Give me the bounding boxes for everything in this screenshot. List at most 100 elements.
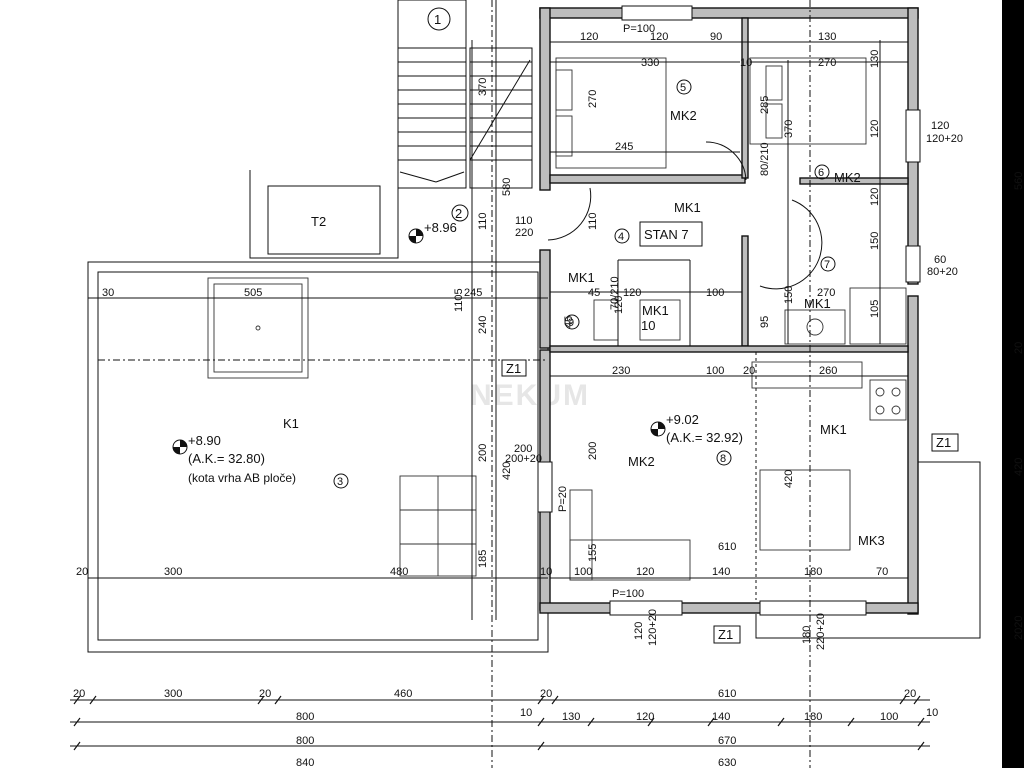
- svg-text:800: 800: [296, 711, 314, 723]
- svg-text:230: 230: [612, 365, 630, 377]
- svg-text:270: 270: [817, 287, 835, 299]
- tag-t2: T2: [311, 214, 326, 229]
- tag-mk1-storage: MK1: [642, 303, 669, 318]
- svg-text:200+20: 200+20: [505, 453, 542, 465]
- window-right-upper: [905, 109, 921, 163]
- svg-text:120: 120: [633, 622, 645, 640]
- svg-text:1105: 1105: [453, 288, 465, 312]
- svg-text:200: 200: [514, 443, 532, 455]
- svg-text:45: 45: [563, 316, 575, 328]
- room-number-1: 1: [434, 12, 441, 27]
- room-number-3: 3: [337, 476, 343, 488]
- level-marker-top-left: [408, 228, 424, 244]
- room-number-10: 10: [641, 318, 655, 333]
- svg-text:330: 330: [641, 57, 659, 69]
- svg-text:180: 180: [801, 626, 813, 644]
- svg-text:130: 130: [869, 50, 881, 68]
- room-number-2: 2: [455, 206, 462, 221]
- window-bottom-right: [759, 600, 867, 616]
- svg-text:270: 270: [587, 90, 599, 108]
- room-number-6: 6: [818, 167, 824, 179]
- level-living: +9.02: [666, 412, 699, 427]
- svg-text:610: 610: [718, 541, 736, 553]
- room-number-4: 4: [618, 231, 624, 243]
- staircase: [397, 0, 533, 189]
- tag-mk1-kitchen: MK1: [820, 422, 847, 437]
- svg-text:10: 10: [540, 566, 552, 578]
- tag-p100-bottom: P=100: [612, 588, 644, 600]
- svg-text:20: 20: [73, 688, 85, 700]
- svg-text:185: 185: [477, 550, 489, 568]
- svg-text:130: 130: [562, 711, 580, 723]
- tag-mk3: MK3: [858, 533, 885, 548]
- level-terrace: +8.90: [188, 433, 221, 448]
- tag-p100-top: P=100: [623, 23, 655, 35]
- svg-text:120: 120: [650, 31, 668, 43]
- svg-text:120+20: 120+20: [647, 609, 659, 646]
- svg-text:180: 180: [804, 566, 822, 578]
- svg-text:70/210: 70/210: [609, 276, 621, 310]
- svg-text:370: 370: [783, 120, 795, 138]
- right-balcony: [755, 461, 981, 639]
- svg-text:150: 150: [783, 286, 795, 304]
- svg-text:100: 100: [574, 566, 592, 578]
- svg-text:100: 100: [880, 711, 898, 723]
- svg-text:20: 20: [540, 688, 552, 700]
- svg-text:800: 800: [296, 735, 314, 747]
- tag-mk2-room5: MK2: [670, 108, 697, 123]
- svg-text:580: 580: [501, 178, 513, 196]
- svg-text:670: 670: [718, 735, 736, 747]
- svg-text:20: 20: [259, 688, 271, 700]
- tag-z1-bottom: Z1: [718, 627, 733, 642]
- svg-text:120: 120: [580, 31, 598, 43]
- svg-text:420: 420: [1013, 458, 1024, 476]
- level-top-left: +8.96: [424, 220, 457, 235]
- tag-mk2-room6: MK2: [834, 170, 861, 185]
- svg-text:30: 30: [102, 287, 114, 299]
- room-number-5: 5: [680, 82, 686, 94]
- tag-mk1-hall: MK1: [674, 200, 701, 215]
- level-terrace-note: (kota vrha AB ploče): [188, 471, 296, 485]
- svg-text:505: 505: [244, 287, 262, 299]
- svg-text:120: 120: [623, 287, 641, 299]
- room-number-8: 8: [720, 453, 726, 465]
- svg-text:20: 20: [1013, 342, 1024, 354]
- door-living-left: [537, 461, 553, 513]
- svg-text:285: 285: [759, 96, 771, 114]
- room-number-9: 9: [568, 317, 574, 329]
- svg-text:110: 110: [515, 215, 533, 227]
- svg-text:270: 270: [818, 57, 836, 69]
- room-number-7: 7: [824, 259, 830, 271]
- tag-mk1-wc: MK1: [568, 270, 595, 285]
- svg-text:20: 20: [76, 566, 88, 578]
- svg-text:460: 460: [394, 688, 412, 700]
- svg-text:245: 245: [615, 141, 633, 153]
- level-terrace-ak: (A.K.= 32.80): [188, 451, 265, 466]
- svg-text:200: 200: [477, 444, 489, 462]
- tag-z1-left: Z1: [506, 361, 521, 376]
- tag-k1: K1: [283, 416, 299, 431]
- svg-text:300: 300: [164, 688, 182, 700]
- terrace-t2: [249, 170, 399, 259]
- svg-text:110: 110: [477, 212, 489, 230]
- svg-text:120: 120: [869, 188, 881, 206]
- tag-mk2-living: MK2: [628, 454, 655, 469]
- level-marker-living: [650, 421, 666, 437]
- svg-text:480: 480: [390, 566, 408, 578]
- dimension-labels: 120 120 90 130 330 270 245 10 120 120+20…: [73, 31, 1024, 768]
- svg-text:60: 60: [934, 254, 946, 266]
- svg-text:630: 630: [718, 757, 736, 768]
- svg-text:10: 10: [740, 57, 752, 69]
- svg-text:300: 300: [164, 566, 182, 578]
- svg-text:80/210: 80/210: [759, 142, 771, 176]
- svg-text:70: 70: [876, 566, 888, 578]
- svg-text:560: 560: [1013, 172, 1024, 190]
- svg-text:140: 140: [712, 566, 730, 578]
- tag-mk1-bath: MK1: [804, 296, 831, 311]
- svg-text:120: 120: [931, 120, 949, 132]
- apartment-furniture: [547, 57, 907, 581]
- svg-text:90: 90: [710, 31, 722, 43]
- svg-text:220+20: 220+20: [815, 613, 827, 650]
- tag-p20: P=20: [557, 486, 569, 512]
